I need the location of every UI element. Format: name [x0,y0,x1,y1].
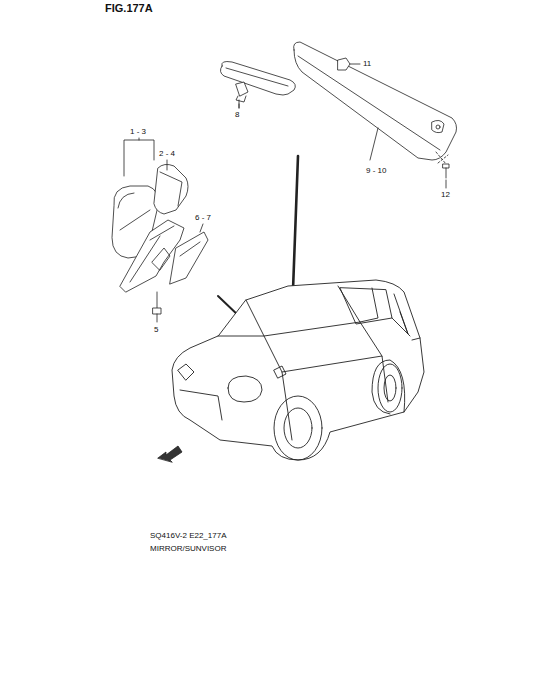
sunvisor [294,42,457,160]
vehicle-outline [172,280,424,460]
screw [436,152,449,178]
leader-line [293,156,298,290]
rearview-mirror [220,62,295,109]
sunvisor-holder [338,58,360,70]
figure-number: FIG.177A [105,3,153,14]
callout-number: 6 - 7 [195,214,211,222]
callout-number: 12 [441,191,450,199]
door-mirror [112,164,208,322]
leader-line [124,100,446,232]
callout-number: 8 [235,111,239,119]
diagram-caption: MIRROR/SUNVISOR [150,545,226,553]
diagram-code: SQ416V-2 E22_177A [150,532,227,540]
front-direction-arrow [158,446,182,462]
callout-number: 9 - 10 [366,167,386,175]
callout-number: 11 [363,60,371,68]
callout-number: 5 [154,326,158,334]
callout-number: 1 - 3 [130,128,146,136]
callout-number: 2 - 4 [159,150,175,158]
